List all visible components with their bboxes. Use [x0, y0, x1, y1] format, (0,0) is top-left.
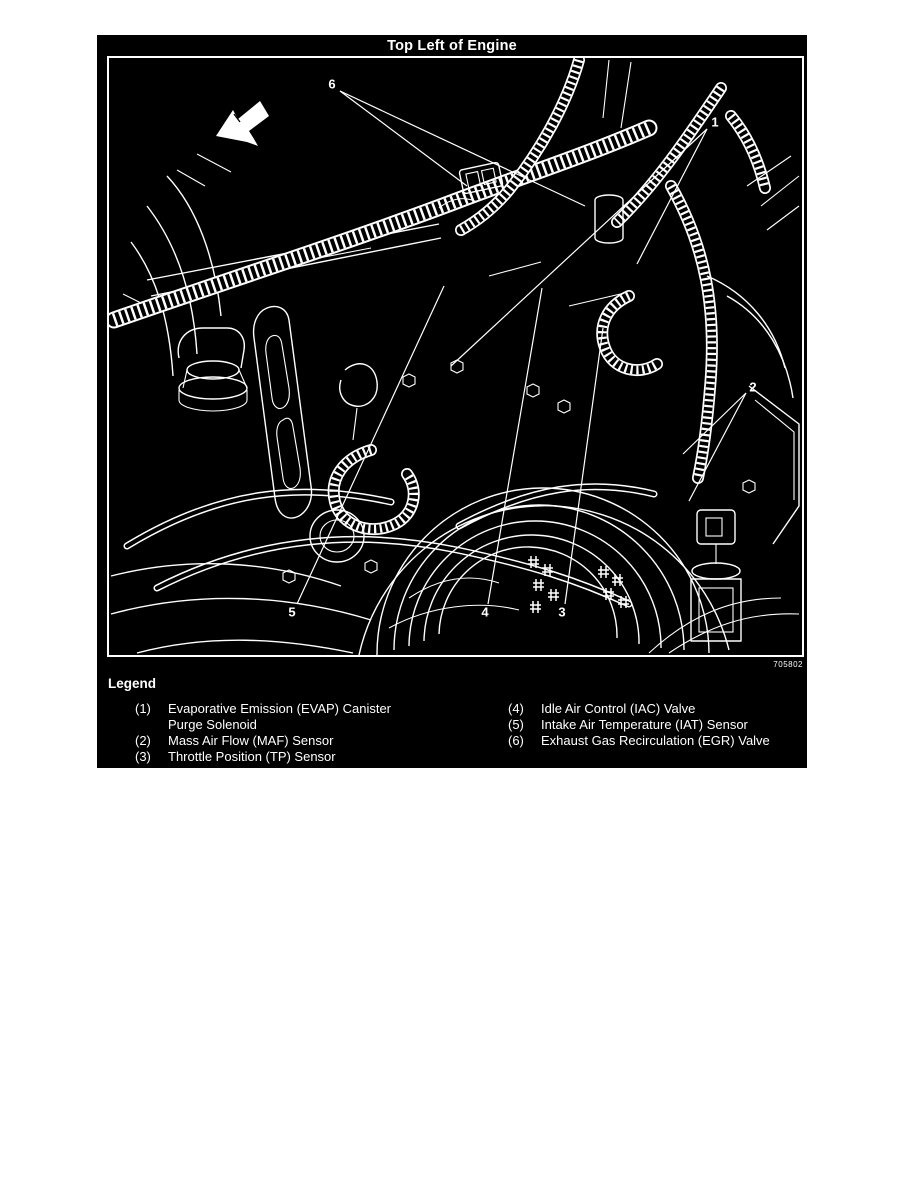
- legend-item-label: Evaporative Emission (EVAP) Canister Pur…: [168, 701, 392, 732]
- engine-contours: [110, 155, 800, 654]
- legend-item-4: (4) Idle Air Control (IAC) Valve: [508, 701, 808, 717]
- legend-item-number: (5): [508, 717, 524, 732]
- legend-item-label: Throttle Position (TP) Sensor: [168, 749, 336, 764]
- throttle-ring: [309, 509, 365, 563]
- callout-4: 4: [481, 604, 489, 620]
- figure-panel: Top Left of Engine: [97, 35, 807, 768]
- engine-diagram-frame: 1 2 3 4 5 6: [107, 56, 804, 657]
- legend-column-left: (1) Evaporative Emission (EVAP) Canister…: [135, 701, 425, 765]
- legend-item-label: Idle Air Control (IAC) Valve: [541, 701, 696, 716]
- fender-arcs: [122, 153, 232, 377]
- legend-item-5: (5) Intake Air Temperature (IAT) Sensor: [508, 717, 808, 733]
- legend-item-number: (6): [508, 733, 524, 748]
- callout-6: 6: [328, 76, 336, 92]
- legend-item-3: (3) Throttle Position (TP) Sensor: [135, 749, 425, 765]
- figure-title: Top Left of Engine: [387, 38, 517, 54]
- legend-item-number: (4): [508, 701, 524, 716]
- legend-item-1: (1) Evaporative Emission (EVAP) Canister…: [135, 701, 425, 733]
- legend-heading: Legend: [108, 676, 157, 691]
- legend-item-label: Intake Air Temperature (IAT) Sensor: [541, 717, 748, 732]
- slotted-bracket: [252, 305, 313, 519]
- intake-dome: [358, 487, 800, 655]
- smooth-hoses: [123, 483, 658, 608]
- maf-sensor-assembly: [690, 385, 800, 642]
- spark-plug-boot: [177, 327, 248, 412]
- legend-item-2: (2) Mass Air Flow (MAF) Sensor: [135, 733, 425, 749]
- callout-5: 5: [288, 604, 296, 620]
- crosshatch-marks: [528, 556, 629, 613]
- callout-3: 3: [558, 604, 566, 620]
- callout-1: 1: [711, 114, 719, 130]
- figure-number: 705802: [773, 660, 803, 669]
- legend-item-label: Mass Air Flow (MAF) Sensor: [168, 733, 334, 748]
- engine-diagram: [109, 58, 800, 655]
- bolt-heads: [282, 194, 756, 584]
- hook-bracket: [339, 363, 378, 441]
- legend-item-6: (6) Exhaust Gas Recirculation (EGR) Valv…: [508, 733, 808, 749]
- legend-column-right: (4) Idle Air Control (IAC) Valve (5) Int…: [508, 701, 808, 749]
- egr-clamp: [438, 198, 478, 209]
- legend-item-number: (1): [135, 701, 151, 716]
- legend-item-number: (3): [135, 749, 151, 764]
- callout-2: 2: [749, 379, 757, 395]
- legend-item-label: Exhaust Gas Recirculation (EGR) Valve: [541, 733, 770, 748]
- direction-arrow-icon: [216, 101, 269, 146]
- wiring-harness: [109, 58, 771, 536]
- leader-lines: [296, 90, 747, 605]
- valve-cover-lines: [146, 223, 630, 307]
- legend-item-number: (2): [135, 733, 151, 748]
